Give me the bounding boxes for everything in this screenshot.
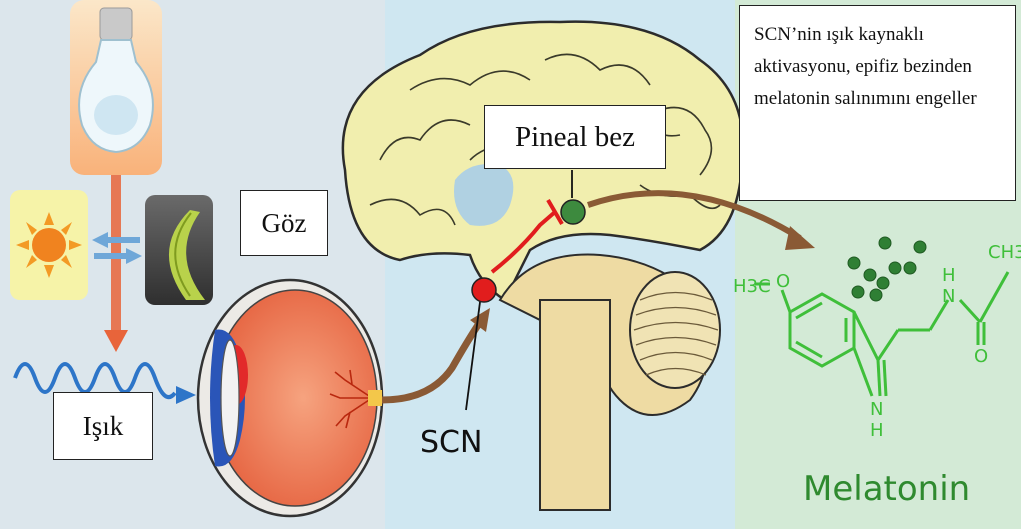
svg-text:H: H [870, 420, 884, 441]
svg-text:O: O [776, 271, 790, 292]
eye-icon [198, 280, 382, 516]
pineal-gland [561, 200, 585, 224]
eye-label-box: Göz [240, 190, 328, 256]
light-label: Işık [83, 411, 124, 442]
pineal-label: Pineal bez [515, 121, 635, 154]
svg-text:CH3: CH3 [988, 242, 1021, 263]
scn-label: SCN [420, 425, 482, 460]
light-label-box: Işık [53, 392, 153, 460]
pineal-label-box: Pineal bez [484, 105, 666, 169]
svg-text:N: N [942, 286, 955, 307]
note-text: SCN’nin ışık kaynaklı aktivasyonu, epifi… [754, 24, 977, 109]
svg-text:H: H [942, 265, 956, 286]
note-box: SCN’nin ışık kaynaklı aktivasyonu, epifi… [739, 5, 1016, 201]
scn-nucleus [472, 278, 496, 302]
svg-text:O: O [974, 346, 988, 367]
svg-text:N: N [870, 399, 883, 420]
sun-icon [10, 190, 88, 300]
svg-text:H3C: H3C [733, 276, 771, 297]
melatonin-label: Melatonin [803, 469, 970, 509]
light-bulb-icon [70, 0, 162, 175]
cerebellum [630, 272, 720, 388]
moon-icon [145, 195, 213, 305]
eye-label: Göz [262, 208, 307, 239]
